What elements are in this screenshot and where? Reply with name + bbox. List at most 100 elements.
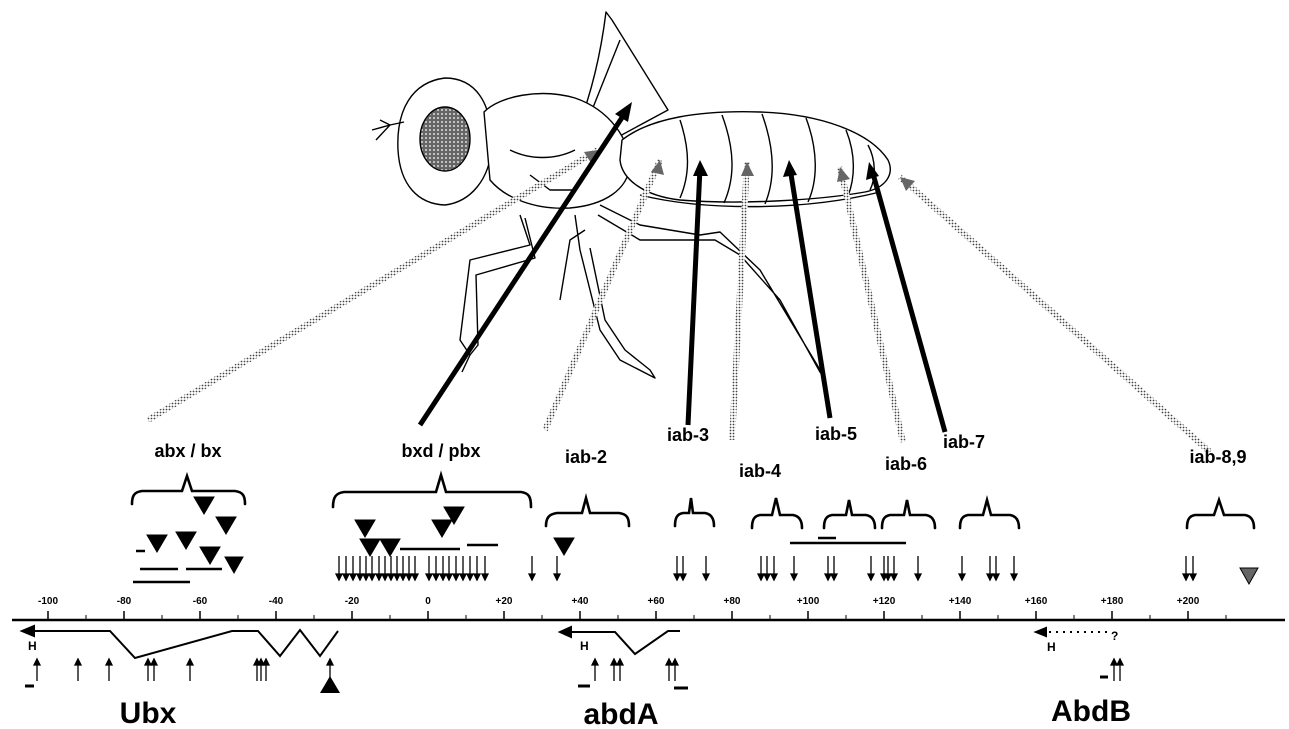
breakpoint-arrow-down xyxy=(1183,556,1189,580)
label-iab-2: iab-2 xyxy=(565,447,607,467)
mutation-triangles xyxy=(147,497,1258,584)
breakpoint-arrow-up xyxy=(145,659,151,681)
gene-label-abdb: AbdB xyxy=(1051,695,1131,728)
brace-bxd xyxy=(333,475,531,507)
axis-tick-label: -100 xyxy=(38,596,58,607)
label-iab-8-9: iab-8,9 xyxy=(1189,447,1246,467)
breakpoint-arrow-up xyxy=(617,659,623,681)
breakpoint-arrow-down xyxy=(993,556,999,580)
breakpoint-arrows-down xyxy=(336,556,1196,580)
breakpoint-arrow-up xyxy=(611,659,617,681)
label-iab-4: iab-4 xyxy=(739,461,781,481)
breakpoint-arrow-down xyxy=(680,556,686,580)
breakpoint-arrow-down xyxy=(764,556,770,580)
breakpoint-arrow-down xyxy=(885,556,891,580)
region-braces xyxy=(132,475,1254,528)
axis-tick-label: +20 xyxy=(496,596,513,607)
region-labels: abx / bx bxd / pbx iab-2 iab-3 iab-4 iab… xyxy=(154,424,1246,481)
label-iab-7: iab-7 xyxy=(943,432,985,452)
axis-tick-label: 0 xyxy=(425,596,431,607)
breakpoint-arrow-up xyxy=(263,659,269,681)
lower-bars xyxy=(25,677,1108,688)
axis-tick-label: -20 xyxy=(345,596,360,607)
label-bxd-pbx: bxd / pbx xyxy=(401,441,480,461)
axis-tick-label: +100 xyxy=(797,596,820,607)
breakpoint-arrow-down xyxy=(1011,556,1017,580)
breakpoint-arrow-down xyxy=(363,556,369,580)
breakpoint-arrow-down xyxy=(791,556,797,580)
axis-tick-label: +200 xyxy=(1177,596,1200,607)
breakpoint-arrow-up xyxy=(666,659,672,681)
breakpoint-arrow-down xyxy=(467,556,473,580)
breakpoint-arrow-down xyxy=(529,556,535,580)
h-marker-abdb: H xyxy=(1047,640,1056,654)
axis-tick-label: +80 xyxy=(724,596,741,607)
breakpoint-arrow-down xyxy=(460,556,466,580)
breakpoint-arrow-down xyxy=(412,556,418,580)
breakpoint-arrow-up xyxy=(34,659,40,681)
pointer-iab89 xyxy=(900,177,1210,452)
breakpoint-arrow-up xyxy=(187,659,193,681)
breakpoint-arrow-down xyxy=(336,556,342,580)
compound-eye xyxy=(420,107,470,171)
breakpoint-arrow-down xyxy=(357,556,363,580)
breakpoint-arrow-up xyxy=(258,659,264,681)
breakpoint-arrow-down xyxy=(771,556,777,580)
breakpoint-arrow-down xyxy=(440,556,446,580)
breakpoint-arrow-up xyxy=(672,659,678,681)
breakpoint-arrows-up xyxy=(34,659,1123,681)
breakpoint-arrow-up xyxy=(592,659,598,681)
pointer-iab5 xyxy=(790,168,830,418)
breakpoint-arrow-down xyxy=(382,556,388,580)
axis-tick-label: +160 xyxy=(1025,596,1048,607)
up-triangle-ubx xyxy=(320,676,340,693)
breakpoint-arrow-down xyxy=(987,556,993,580)
breakpoint-arrow-down xyxy=(406,556,412,580)
axis-tick-label: +40 xyxy=(572,596,589,607)
abdomen xyxy=(620,112,890,202)
breakpoint-arrow-down xyxy=(868,556,874,580)
breakpoint-arrow-down xyxy=(453,556,459,580)
breakpoint-arrow-up xyxy=(106,659,112,681)
brace-iab3 xyxy=(675,498,714,526)
breakpoint-arrow-down xyxy=(825,556,831,580)
breakpoint-arrow-down xyxy=(554,556,560,580)
breakpoint-arrow-down xyxy=(758,556,764,580)
question-marker-abdb: ? xyxy=(1111,629,1118,643)
brace-iab2 xyxy=(546,498,629,526)
brace-iab89 xyxy=(1187,500,1254,528)
breakpoint-arrow-up xyxy=(1117,659,1123,681)
breakpoint-arrow-down xyxy=(433,556,439,580)
breakpoint-arrow-down xyxy=(388,556,394,580)
brace-abx xyxy=(132,476,245,504)
breakpoint-arrow-down xyxy=(474,556,480,580)
breakpoint-arrow-down xyxy=(891,556,897,580)
breakpoint-arrow-down xyxy=(446,556,452,580)
breakpoint-arrow-down xyxy=(376,556,382,580)
pointer-iab4 xyxy=(732,162,747,440)
pointer-iab6 xyxy=(840,167,903,442)
breakpoint-arrow-up xyxy=(151,659,157,681)
transcripts xyxy=(22,626,1110,658)
axis-tick-label: +60 xyxy=(648,596,665,607)
breakpoint-arrow-down xyxy=(400,556,406,580)
ubx-transcript xyxy=(30,630,338,658)
label-iab-3: iab-3 xyxy=(667,425,709,445)
gene-label-abda: abdA xyxy=(584,698,659,729)
h-marker-ubx: H xyxy=(28,639,37,653)
breakpoint-arrow-down xyxy=(831,556,837,580)
brace-iab5 xyxy=(824,500,875,528)
axis-tick-label: +180 xyxy=(1101,596,1124,607)
breakpoint-arrow-down xyxy=(674,556,680,580)
label-abx-bx: abx / bx xyxy=(154,441,221,461)
pointer-iab3 xyxy=(688,168,700,425)
breakpoint-arrow-down xyxy=(482,556,488,580)
axis-tick-label: -80 xyxy=(117,596,132,607)
gene-label-ubx: Ubx xyxy=(120,697,177,729)
breakpoint-arrow-up xyxy=(1111,659,1117,681)
breakpoint-arrow-down xyxy=(426,556,432,580)
